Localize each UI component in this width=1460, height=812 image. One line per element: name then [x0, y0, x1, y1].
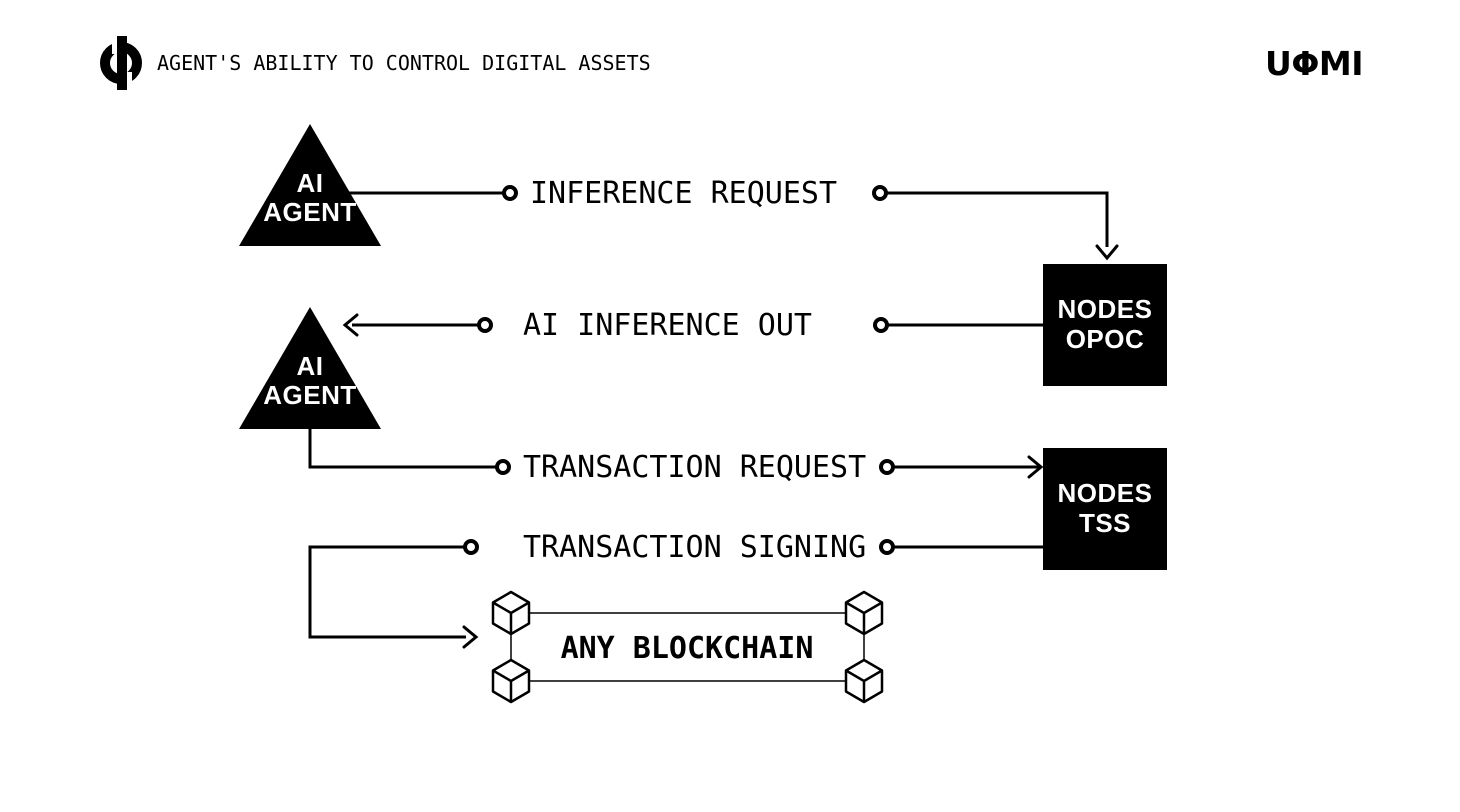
ai-agent-bottom: AI AGENT	[239, 307, 381, 429]
connector-dot-icon	[495, 459, 511, 475]
nodes-opoc-box	[1043, 264, 1167, 386]
ai-agent-top-label-line1: AI	[297, 168, 324, 198]
nodes-tss-box	[1043, 448, 1167, 570]
triangle-icon	[239, 124, 381, 246]
any-blockchain-label: ANY BLOCKCHAIN	[561, 631, 814, 666]
connector-dot-icon	[502, 185, 518, 201]
flow-label-transaction-request: TRANSACTION REQUEST	[523, 450, 866, 485]
cube-icon	[491, 590, 531, 636]
cube-icon	[491, 658, 531, 704]
flow-label-transaction-signing: TRANSACTION SIGNING	[523, 530, 866, 565]
ai-agent-top-label-line2: AGENT	[263, 197, 357, 227]
triangle-icon	[239, 307, 381, 429]
connector-dot-icon	[879, 539, 895, 555]
header: AGENT'S ABILITY TO CONTROL DIGITAL ASSET…	[100, 36, 1364, 90]
connector-dot-icon	[872, 185, 888, 201]
connector-dot-icon	[879, 459, 895, 475]
cube-icon	[844, 590, 884, 636]
ai-agent-top: AI AGENT	[239, 124, 381, 246]
uomi-phi-logo-icon	[100, 36, 142, 90]
brand-logo: UΦMI	[1265, 44, 1363, 83]
nodes-tss: NODES TSS	[1043, 448, 1167, 570]
cube-icon	[844, 658, 884, 704]
ai-agent-bottom-label-line2: AGENT	[263, 380, 357, 410]
flow-label-inference-request: INFERENCE REQUEST	[530, 176, 837, 211]
nodes-opoc-label-line2: OPOC	[1066, 324, 1145, 354]
nodes-tss-label-line1: NODES	[1058, 478, 1153, 508]
any-blockchain: ANY BLOCKCHAIN	[491, 590, 884, 704]
flow-transaction-signing: TRANSACTION SIGNING	[308, 530, 1043, 649]
flow-inference-request: INFERENCE REQUEST	[346, 176, 1119, 261]
arrow-right-icon	[462, 625, 479, 649]
nodes-opoc-label-line1: NODES	[1058, 294, 1153, 324]
flow-label-ai-inference-out: AI INFERENCE OUT	[523, 308, 812, 343]
flow-transaction-request: TRANSACTION REQUEST	[308, 429, 1044, 485]
nodes-opoc: NODES OPOC	[1043, 264, 1167, 386]
arrow-left-icon	[342, 313, 359, 337]
flow-ai-inference-out: AI INFERENCE OUT	[342, 308, 1043, 343]
arrow-down-icon	[1095, 244, 1119, 261]
connector-dot-icon	[463, 539, 479, 555]
page-title: AGENT'S ABILITY TO CONTROL DIGITAL ASSET…	[157, 51, 651, 75]
connector-dot-icon	[873, 317, 889, 333]
nodes-tss-label-line2: TSS	[1079, 508, 1131, 538]
ai-agent-bottom-label-line1: AI	[297, 351, 324, 381]
connector-dot-icon	[477, 317, 493, 333]
arrow-right-icon	[1027, 455, 1044, 479]
